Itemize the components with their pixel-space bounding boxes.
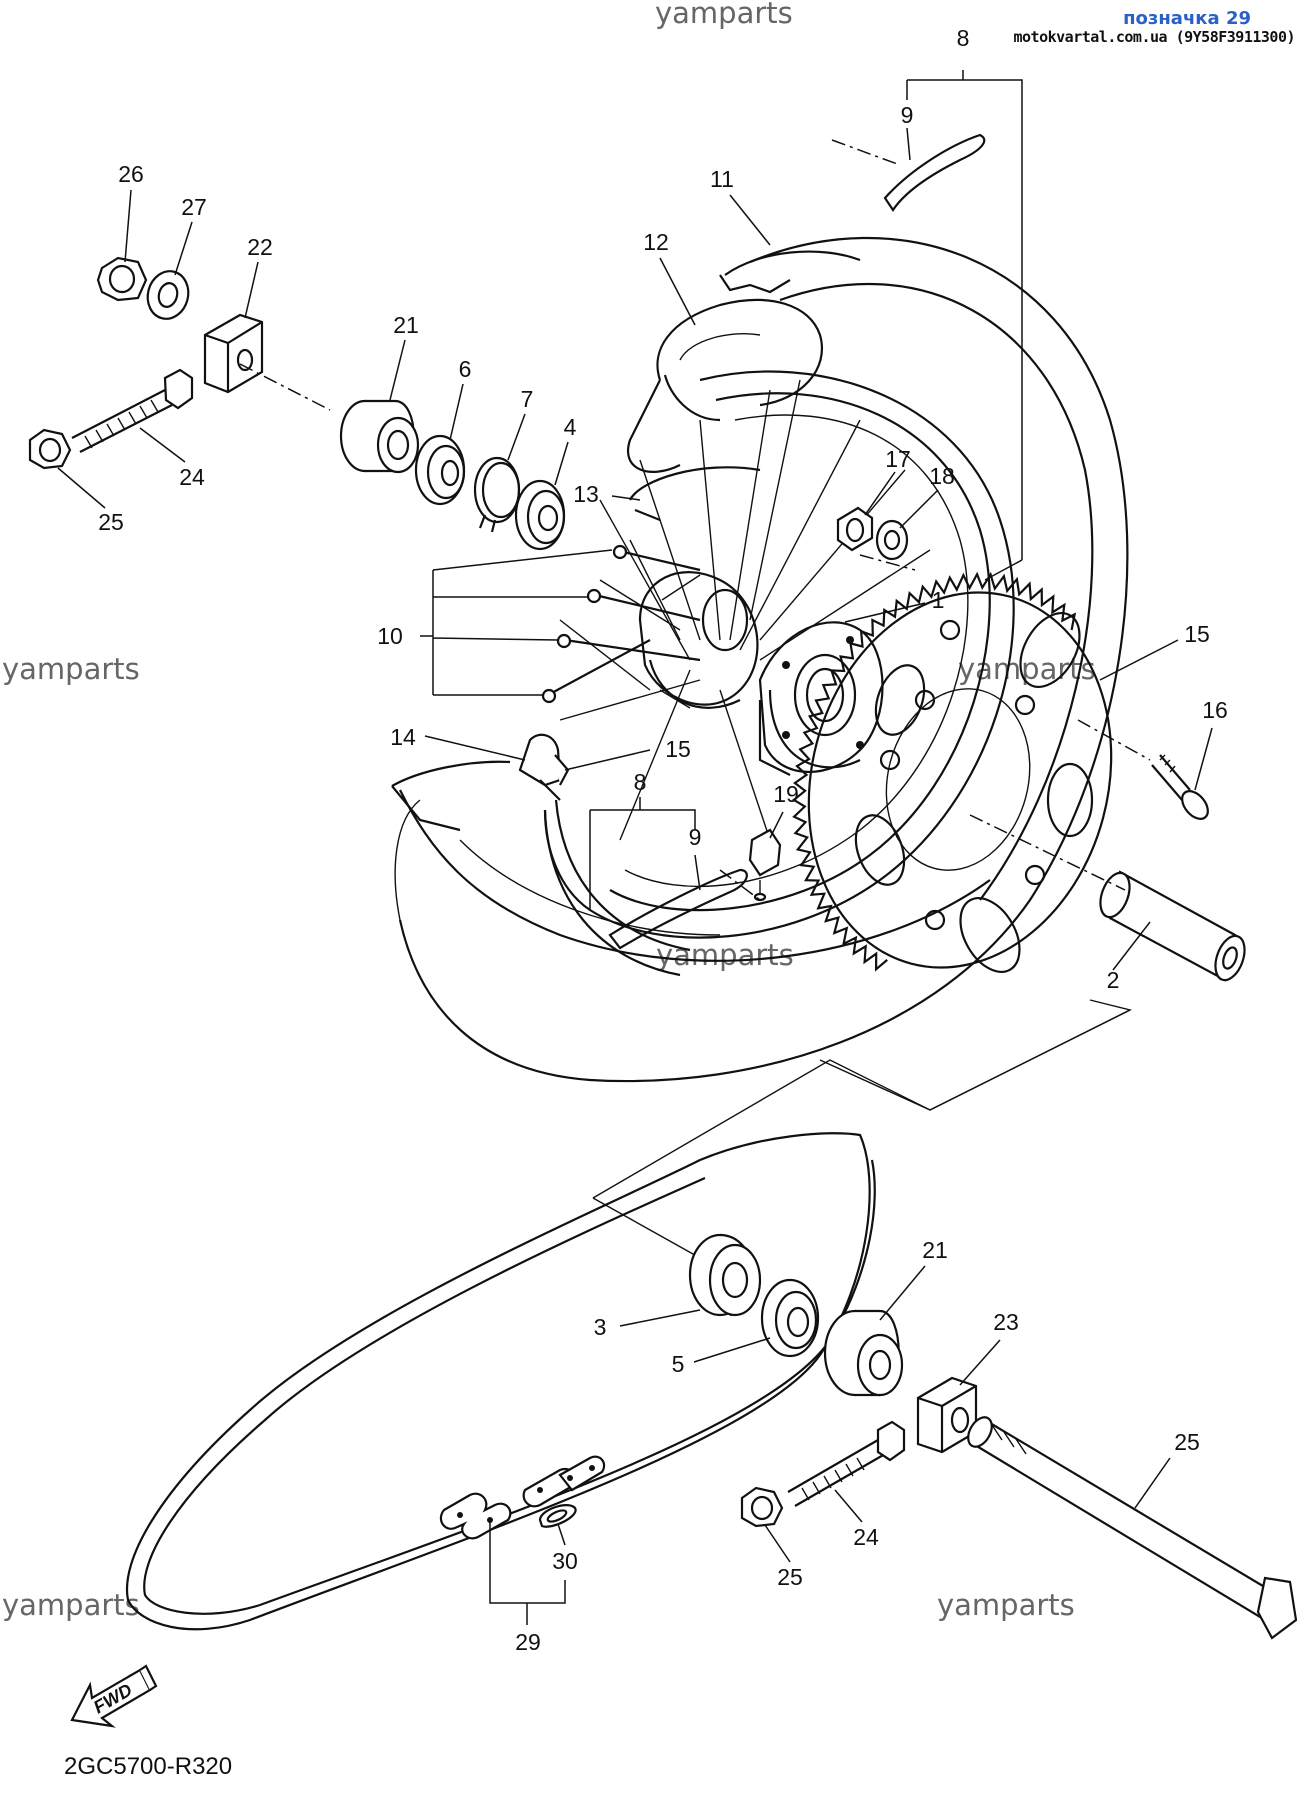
callout-11: 11 — [710, 166, 734, 192]
callout-9-bottom: 9 — [689, 824, 702, 850]
rim-band — [719, 250, 861, 294]
callout-15: 15 — [665, 736, 691, 762]
washer-19 — [875, 519, 909, 561]
bearing-4 — [514, 479, 566, 551]
watermark: yamparts — [2, 652, 140, 686]
rim — [543, 370, 1015, 977]
collar-sleeve — [1099, 870, 1246, 982]
callout-4: 4 — [564, 414, 577, 440]
callout-20: 19 — [773, 781, 799, 807]
bearing-3 — [688, 1233, 762, 1317]
callout-27: 26 — [118, 161, 144, 187]
callout-22: 23 — [993, 1309, 1019, 1335]
callout-21-bottom: 21 — [922, 1237, 948, 1263]
collar-21-top — [339, 399, 420, 474]
watermark: yamparts — [655, 0, 793, 30]
collar-21-bottom — [823, 1309, 904, 1397]
nut-27 — [96, 256, 148, 302]
callout-labels: 8 9 11 12 13 17 18 1 15 16 2 10 14 15 19… — [98, 25, 1228, 1655]
adjuster-block-23 — [203, 313, 264, 394]
callout-24: 24 — [179, 464, 205, 490]
rim-tape-9-top — [883, 133, 986, 212]
callout-24-bottom: 24 — [853, 1524, 879, 1550]
watermark: yamparts — [937, 1588, 1075, 1622]
callout-26: 25 — [1174, 1429, 1200, 1455]
valve — [518, 733, 570, 801]
source-label: motokvartal.com.ua (9Y58F3911300) — [1013, 28, 1295, 46]
bolt-24-top — [71, 368, 194, 453]
callout-18: 17 — [885, 446, 911, 472]
callout-29: 29 — [515, 1629, 541, 1655]
watermark: yamparts — [656, 938, 794, 972]
callout-9: 9 — [901, 102, 914, 128]
circlip-7 — [473, 456, 521, 533]
callout-5: 5 — [672, 1351, 685, 1377]
callout-1: 1 — [932, 587, 945, 613]
callout-23: 22 — [247, 234, 273, 260]
chain-joint — [439, 1455, 606, 1540]
fwd-arrow-icon: FWD — [70, 1664, 158, 1728]
callout-25: 25 — [98, 509, 124, 535]
rim-tape-9-bottom — [608, 868, 748, 950]
nut-25-bottom — [740, 1486, 784, 1528]
callout-8-bottom: 8 — [634, 769, 647, 795]
callout-2: 2 — [1107, 967, 1120, 993]
inner-tube — [627, 298, 823, 522]
nut-18 — [836, 506, 874, 552]
callout-14: 14 — [390, 724, 416, 750]
callout-16: 15 — [1184, 621, 1210, 647]
leader-lines — [57, 70, 1213, 1625]
callout-6: 6 — [459, 356, 472, 382]
spoke-set — [541, 544, 701, 704]
callout-3: 3 — [594, 1314, 607, 1340]
axle-26 — [967, 1416, 1298, 1640]
nipple-20 — [748, 828, 782, 902]
adjuster-block-22 — [916, 1376, 978, 1454]
watermark: yamparts — [2, 1588, 140, 1622]
designation-label: позначка 29 — [1123, 8, 1251, 29]
callout-19: 18 — [929, 463, 955, 489]
callout-25-bottom: 25 — [777, 1564, 803, 1590]
hub — [638, 571, 759, 709]
rear-sprocket — [791, 571, 1113, 973]
callout-8: 8 — [957, 25, 970, 51]
callout-21: 21 — [393, 312, 419, 338]
tire — [391, 236, 1129, 1083]
sprocket-bolt — [1151, 754, 1209, 820]
callout-17: 16 — [1202, 697, 1228, 723]
callout-10: 10 — [377, 623, 403, 649]
drive-chain — [125, 1132, 876, 1631]
callout-28: 27 — [181, 194, 207, 220]
callout-12: 12 — [643, 229, 669, 255]
oil-seal-6 — [414, 434, 466, 506]
nut-25-top — [28, 428, 72, 470]
diagram-code: 2GC5700-R320 — [64, 1753, 233, 1780]
washer-28 — [146, 270, 190, 320]
callout-13: 13 — [573, 481, 599, 507]
callout-7: 7 — [521, 386, 534, 412]
oil-seal-5 — [760, 1278, 820, 1358]
callout-30: 30 — [552, 1548, 578, 1574]
bolt-24-bottom — [787, 1420, 906, 1507]
